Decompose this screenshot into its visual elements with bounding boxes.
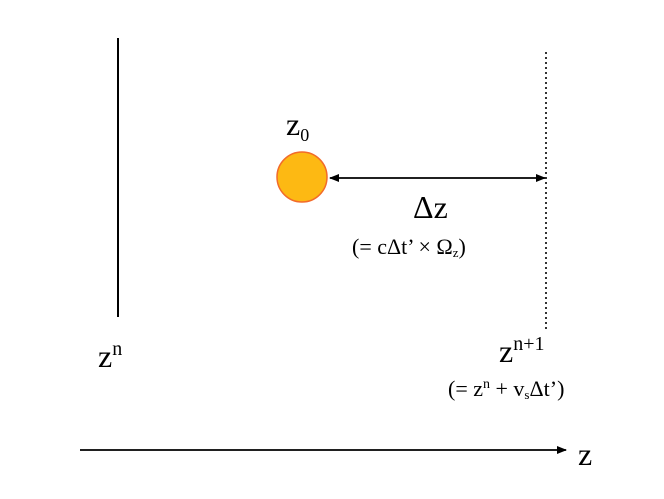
label-zn1-def-sub: s bbox=[524, 387, 530, 402]
label-z0: z0 bbox=[286, 106, 309, 144]
particle-z0 bbox=[276, 151, 328, 203]
label-dz-def-close: ) bbox=[458, 234, 466, 259]
label-zn1-def-close: Δt’) bbox=[529, 376, 565, 401]
label-zn-base: z bbox=[98, 338, 113, 374]
label-dz-def-open: (= cΔt’ × Ω bbox=[352, 234, 453, 259]
label-zn1-base: z bbox=[499, 333, 514, 369]
label-zn1-definition: (= zn + vsΔt’) bbox=[448, 376, 565, 402]
label-zn-sup: n bbox=[112, 338, 123, 360]
label-z0-sub: 0 bbox=[300, 125, 310, 145]
label-dz-def-sub: z bbox=[452, 245, 459, 260]
z-axis-label: z bbox=[578, 436, 593, 472]
label-delta-z: Δz bbox=[413, 191, 448, 223]
label-z0-base: z bbox=[286, 106, 301, 142]
label-zn1-def-mid: + v bbox=[490, 376, 525, 401]
label-zn1-sup: n+1 bbox=[513, 333, 545, 355]
label-delta-symbol: Δ bbox=[413, 189, 434, 225]
label-zn1-def-sup: n bbox=[483, 377, 490, 392]
label-delta-z-definition: (= cΔt’ × Ωz) bbox=[352, 234, 466, 260]
label-delta-z-base: z bbox=[433, 189, 448, 225]
label-zn1: zn+1 bbox=[499, 333, 545, 369]
label-zn1-def-open: (= z bbox=[448, 376, 483, 401]
label-zn: zn bbox=[98, 338, 123, 374]
